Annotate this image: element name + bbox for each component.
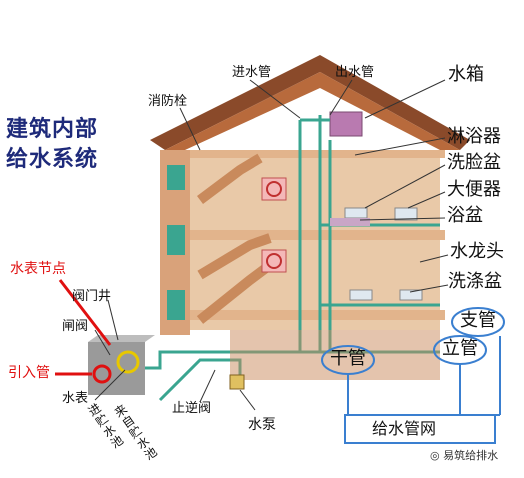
floor-3 [190, 150, 445, 158]
label-main-pipe: 干管 [330, 348, 366, 369]
washbasin-upper [344, 207, 368, 219]
watermark-icon: ◎ [430, 449, 440, 462]
label-inlet-pipe: 进水管 [232, 65, 272, 80]
sink-lower [399, 289, 423, 301]
pump-line [158, 358, 242, 402]
red-callouts [55, 279, 112, 376]
label-toilet: 大便器 [447, 179, 501, 200]
label-riser-pipe: 立管 [442, 338, 478, 359]
service-pipe-marker [92, 364, 112, 384]
label-check-valve: 止逆阀 [172, 401, 212, 416]
label-branch-pipe: 支管 [460, 310, 496, 331]
watermark-text: 易筑给排水 [443, 449, 499, 462]
label-gate-valve: 闸阀 [62, 319, 89, 334]
fire-hydrant-reel-2 [266, 253, 282, 269]
roof-top [165, 72, 460, 150]
fire-hydrant-reel-1 [266, 181, 282, 197]
label-pump: 水泵 [248, 417, 276, 433]
stairs-mid [197, 233, 272, 280]
label-faucet: 水龙头 [450, 241, 504, 262]
window-mid [167, 225, 185, 255]
label-shower: 淋浴器 [447, 126, 501, 147]
stairs-low [196, 261, 273, 324]
blue-callouts [321, 307, 505, 444]
watermark: ◎ 易筑给排水 [430, 450, 498, 461]
label-bathtub: 浴盆 [447, 205, 483, 226]
fire-hydrant-box-1 [261, 177, 287, 201]
label-valve-well: 阀门井 [72, 289, 112, 304]
label-water-tank: 水箱 [448, 64, 484, 85]
branch-pipe-oval [451, 307, 505, 337]
label-fire-hydrant: 消防栓 [148, 94, 188, 109]
label-sink: 洗涤盆 [448, 271, 502, 292]
window-low [167, 290, 185, 320]
label-meter-node: 水表节点 [10, 261, 66, 277]
network-box [344, 414, 496, 444]
stairs-upper [197, 153, 263, 204]
ground-slab [230, 330, 440, 380]
bathtub-upper [330, 218, 370, 226]
toilet-upper [394, 207, 418, 221]
floor-2 [190, 230, 445, 240]
washbasin-lower [349, 289, 373, 301]
water-tank [329, 111, 363, 137]
label-service-pipe: 引入管 [8, 365, 50, 381]
label-water-network: 给水管网 [372, 419, 437, 438]
meter-node-arrow [58, 279, 112, 346]
label-water-meter: 水表 [62, 391, 89, 406]
fire-hydrant-box-2 [261, 249, 287, 273]
label-washbasin: 洗脸盆 [447, 152, 501, 173]
floor-1 [190, 310, 445, 320]
leader-lines [94, 79, 449, 411]
diagram-title-line1: 建筑内部 [6, 116, 99, 142]
label-outlet-pipe: 出水管 [335, 65, 375, 80]
diagram-title-line2: 给水系统 [6, 146, 99, 172]
pump-body [229, 374, 245, 390]
window-top [167, 165, 185, 190]
meter-node-marker [116, 350, 140, 374]
roof [150, 55, 470, 150]
